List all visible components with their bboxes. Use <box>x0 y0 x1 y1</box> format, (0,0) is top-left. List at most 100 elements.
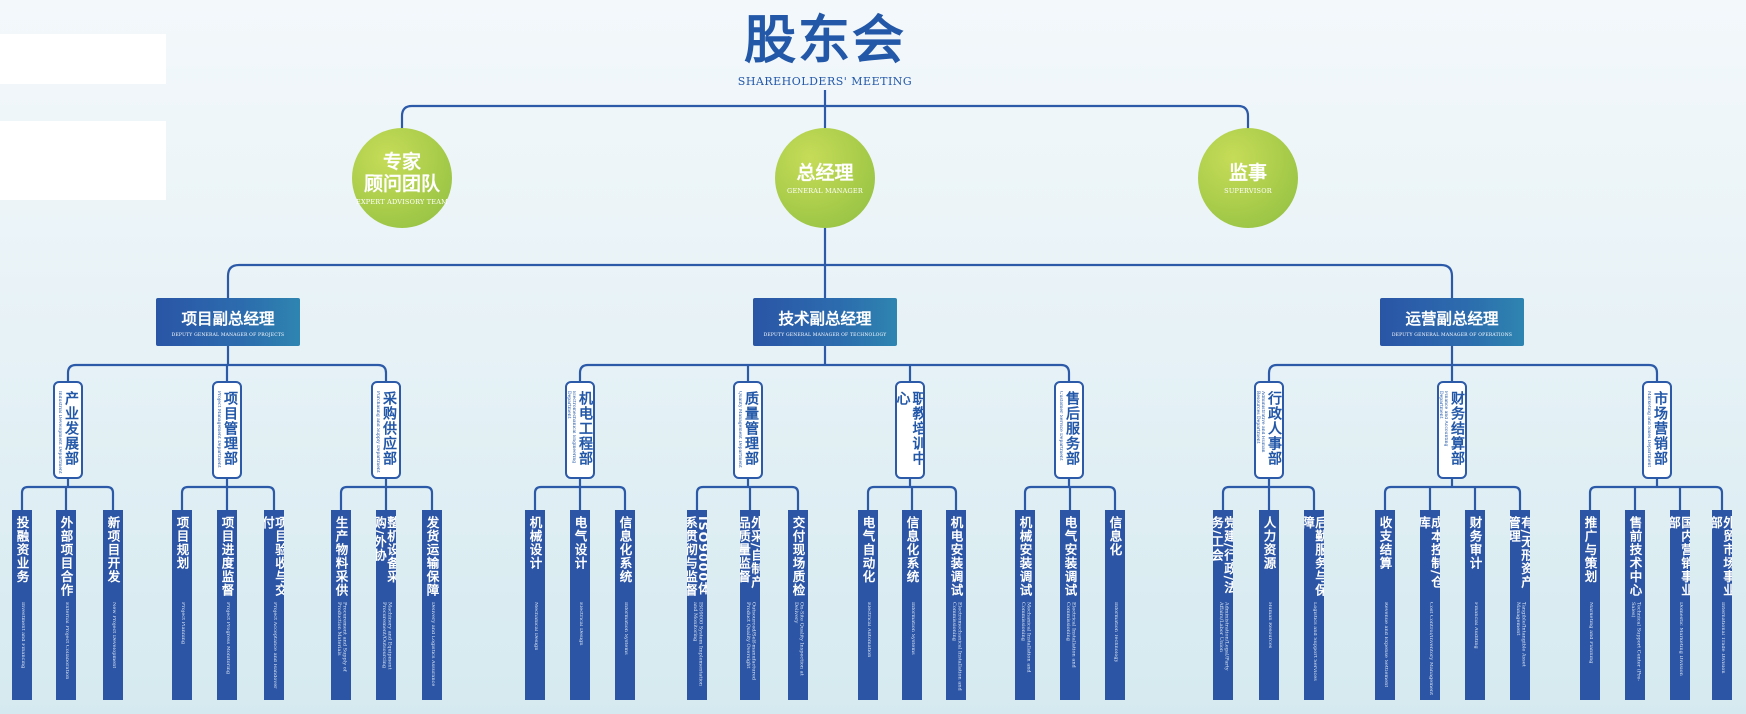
function-title: 生产物料采供 <box>333 516 349 597</box>
department-title: 售后服务部 <box>1064 391 1080 466</box>
function-title: 信息化 <box>1107 516 1123 557</box>
function-title: 成本控制/仓库 <box>1420 516 1440 590</box>
department-subtitle: Purchasing and Supply Department <box>375 391 380 473</box>
department-title: 产业发展部 <box>63 391 79 466</box>
function-title: 机电安装调试 <box>948 516 964 597</box>
function-title: 财务审计 <box>1467 516 1483 570</box>
department-title: 机电工程部 <box>577 391 593 466</box>
function-subtitle: Logistics and Support Services <box>1311 602 1317 681</box>
function-subtitle: ISO9000 System Implementation and Monito… <box>692 602 703 687</box>
function-title: 整机设备采购/外协 <box>376 516 396 584</box>
department-title: 质量管理部 <box>743 391 759 466</box>
department-title: 市场营销部 <box>1652 391 1668 466</box>
vp-title: 项目副总经理 <box>181 309 275 328</box>
top-node-subtitle: SUPERVISOR <box>1224 186 1272 195</box>
function-title: 发货运输保障 <box>424 516 440 597</box>
function-subtitle: Human Resources <box>1266 602 1272 649</box>
function-subtitle: Delivery and Logistics Assurance <box>429 602 435 687</box>
vp-node-0: 项目副总经理 DEPUTY GENERAL MANAGER OF PROJECTS <box>156 298 300 346</box>
function-title: 机械安装调试 <box>1017 516 1033 597</box>
function-bar: 信息化系统 Information Systems <box>902 510 922 700</box>
function-bar: 投融资业务 Investment and Financing <box>12 510 32 700</box>
function-subtitle: Project Planning <box>179 602 185 645</box>
function-subtitle: Project Acceptance and Handover <box>271 602 277 689</box>
function-subtitle: Information Systems <box>909 602 915 655</box>
department-subtitle: Marketing and Sales Department <box>1646 391 1651 468</box>
function-subtitle: Electromechanical Installation and Commi… <box>951 602 962 691</box>
function-title: 电气安装调试 <box>1062 516 1078 597</box>
function-bar: 项目进度监督 Project Progress Monitoring <box>217 510 237 700</box>
top-node-subtitle: EXPERT ADVISORY TEAM <box>356 197 448 206</box>
function-subtitle: Investment and Financing <box>19 602 25 669</box>
blank-panel-lower <box>0 121 166 200</box>
vp-title: 运营副总经理 <box>1405 309 1499 328</box>
function-bar: 财务审计 Financial Auditing <box>1465 510 1485 700</box>
function-subtitle: On-Site Quality Inspection at Delivery <box>793 602 804 676</box>
function-subtitle: Outsourced/Self-manufactured Product Qua… <box>745 602 756 681</box>
department-title: 职教培训中心 <box>895 391 925 466</box>
function-subtitle: Procurement and Supply of Production Mat… <box>336 602 347 672</box>
vp-subtitle: DEPUTY GENERAL MANAGER OF PROJECTS <box>171 332 285 338</box>
department-box: 职教培训中心Vocational Education and Training … <box>895 381 925 479</box>
function-title: 电气设计 <box>572 516 588 570</box>
function-subtitle: Project Progress Monitoring <box>224 602 230 675</box>
function-title: 党建/行政/法务/工会 <box>1213 516 1233 595</box>
function-subtitle: Marketing and Planning <box>1587 602 1593 664</box>
department-subtitle: Industrial Development Department <box>57 391 62 474</box>
function-title: 信息化系统 <box>617 516 633 584</box>
department-subtitle: Quality Management Department <box>737 391 742 468</box>
function-bar: 成本控制/仓库 Cost Control/Inventory Management <box>1420 510 1440 700</box>
department-title: 行政人事部 <box>1266 391 1282 466</box>
function-subtitle: Revenue and Expense Settlement <box>1382 602 1388 688</box>
function-title: 投融资业务 <box>14 516 30 584</box>
function-subtitle: Electrical Installation and Commissionin… <box>1065 602 1076 668</box>
department-title: 项目管理部 <box>222 391 238 466</box>
function-subtitle: Cost Control/Inventory Management <box>1427 602 1433 696</box>
blank-panel-upper <box>0 34 166 84</box>
function-subtitle: Machinery and Equipment Procurement/Outs… <box>381 602 392 670</box>
function-title: ISO9000体系贯彻与监督 <box>687 516 707 597</box>
function-subtitle: Information Systems <box>622 602 628 655</box>
function-subtitle: Mechanical Installation and Commissionin… <box>1020 602 1031 673</box>
department-title: 采购供应部 <box>381 391 397 466</box>
department-subtitle: Electromechanical Engineering Department <box>567 391 576 464</box>
function-title: 项目进度监督 <box>219 516 235 597</box>
function-subtitle: Tangible/Intangible Asset Management <box>1515 602 1526 667</box>
function-title: 推广与策划 <box>1582 516 1598 584</box>
function-bar: 电气安装调试 Electrical Installation and Commis… <box>1060 510 1080 700</box>
department-title: 财务结算部 <box>1449 391 1465 466</box>
function-title: 机械设计 <box>527 516 543 570</box>
function-bar: ISO9000体系贯彻与监督 ISO9000 System Implementat… <box>687 510 707 700</box>
function-subtitle: Electrical Automation <box>865 602 871 658</box>
function-bar: 发货运输保障 Delivery and Logistics Assurance <box>422 510 442 700</box>
department-subtitle: Project Management Department <box>216 391 221 468</box>
function-title: 信息化系统 <box>904 516 920 584</box>
function-subtitle: Technical Support Center (Pre-Sales) <box>1630 602 1641 682</box>
function-subtitle: Financial Auditing <box>1472 602 1478 649</box>
